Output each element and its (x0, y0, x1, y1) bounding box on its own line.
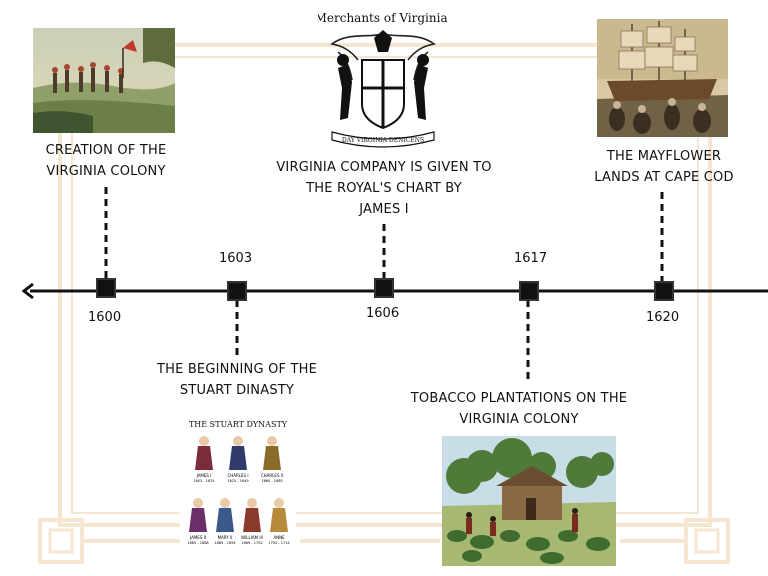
year-1603: 1603 (219, 251, 253, 266)
axis-arrow-icon (21, 282, 34, 300)
stuart-portrait-head-6 (274, 498, 284, 508)
stuart-portrait-5 (243, 508, 261, 532)
stuart-name-6: ANNE (273, 535, 285, 540)
svg-text:THE STUART DYNASTY: THE STUART DYNASTY (189, 420, 288, 429)
marker-1600 (96, 278, 116, 298)
stuart-dates-0: 1603 - 1625 (193, 479, 214, 483)
stuart-portrait-0 (195, 446, 213, 470)
merchants-caption: Merchants of Virginia. (318, 11, 448, 25)
stuart-portrait-head-5 (247, 498, 257, 508)
stuart-name-3: JAMES II (189, 535, 206, 540)
stuart-portrait-head-4 (220, 498, 230, 508)
stuart-portrait-head-1 (233, 436, 243, 446)
stuart-portrait-1 (229, 446, 247, 470)
stuart-name-4: MARY II (218, 535, 233, 540)
stuart-portrait-2 (263, 446, 281, 470)
year-1620: 1620 (646, 310, 680, 325)
colonists-landing-painting-icon (33, 28, 175, 133)
stuart-name-2: CHARLES II (261, 473, 283, 478)
stuart-dates-5: 1689 - 1702 (241, 541, 262, 545)
stuart-portrait-3 (189, 508, 207, 532)
stuart-portrait-head-2 (267, 436, 277, 446)
marker-1620 (654, 281, 674, 301)
marker-1617 (519, 281, 539, 301)
stuart-portrait-head-3 (193, 498, 203, 508)
stuart-portrait-6 (270, 508, 288, 532)
event-label-1606: VIRGINIA COMPANY IS GIVEN TO THE ROYAL'S… (276, 160, 492, 217)
mayflower-ship-painting-icon (597, 19, 728, 137)
stuart-portrait-head-0 (199, 436, 209, 446)
stuart-name-0: JAMES I (196, 473, 212, 478)
tobacco-plantation-painting-icon (442, 436, 616, 566)
stuart-dates-4: 1689 - 1694 (214, 541, 236, 545)
year-1606: 1606 (366, 306, 400, 321)
marker-1603 (227, 281, 247, 301)
stuart-name-5: WILLIAM III (241, 535, 263, 540)
event-label-1620: THE MAYFLOWER LANDS AT CAPE COD (594, 149, 734, 185)
coat-of-arms-icon: Merchants of Virginia. DAY VIRGINIA DENI… (318, 8, 448, 150)
year-1600: 1600 (88, 310, 122, 325)
event-label-1617: TOBACCO PLANTATIONS ON THE VIRGINIA COLO… (410, 391, 628, 427)
stuart-dates-3: 1685 - 1688 (187, 541, 208, 545)
stuart-dates-1: 1625 - 1649 (227, 479, 248, 483)
event-label-1600: CREATION OF THE VIRGINIA COLONY (45, 143, 167, 179)
marker-1606 (374, 278, 394, 298)
svg-text:DAY VIRGINIA DENICENS: DAY VIRGINIA DENICENS (342, 137, 424, 144)
year-1617: 1617 (514, 251, 548, 266)
stuart-name-1: CHARLES I (227, 473, 248, 478)
stuart-dates-2: 1660 - 1685 (261, 479, 282, 483)
stuart-portrait-4 (216, 508, 234, 532)
event-label-1603: THE BEGINNING OF THE STUART DINASTY (156, 362, 318, 398)
stuart-dates-6: 1702 - 1714 (268, 541, 290, 545)
